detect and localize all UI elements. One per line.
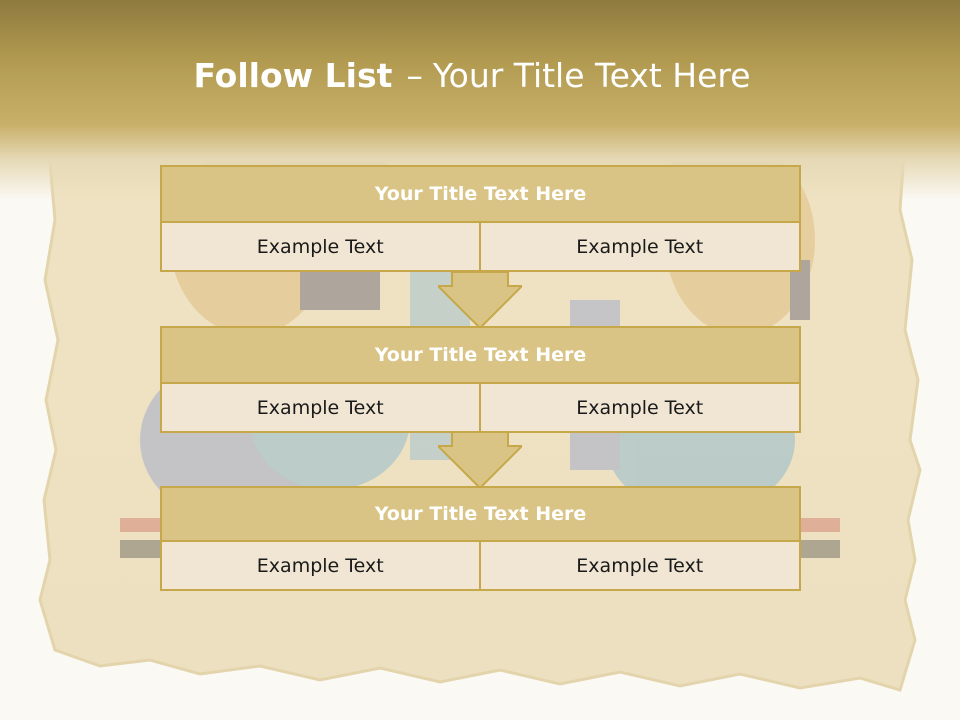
- step-row: Example Text Example Text: [160, 542, 801, 591]
- step-cell-left: Example Text: [160, 384, 481, 433]
- down-arrow-1: [438, 272, 522, 328]
- step-title: Your Title Text Here: [160, 486, 801, 542]
- step-cell-left: Example Text: [160, 542, 481, 591]
- down-arrow-2: [438, 432, 522, 488]
- slide-title-bold: Follow List: [193, 56, 393, 95]
- step-box-1: Your Title Text Here Example Text Exampl…: [160, 165, 801, 272]
- step-row: Example Text Example Text: [160, 384, 801, 433]
- slide-title-rest: Your Title Text Here: [432, 56, 751, 95]
- step-box-3: Your Title Text Here Example Text Exampl…: [160, 486, 801, 591]
- step-cell-left: Example Text: [160, 223, 481, 272]
- slide-title: Follow List–Your Title Text Here: [0, 52, 944, 100]
- step-row: Example Text Example Text: [160, 223, 801, 272]
- step-title: Your Title Text Here: [160, 165, 801, 223]
- step-title: Your Title Text Here: [160, 326, 801, 384]
- step-box-2: Your Title Text Here Example Text Exampl…: [160, 326, 801, 433]
- slide-title-separator: –: [406, 56, 423, 95]
- step-cell-right: Example Text: [480, 223, 801, 272]
- step-cell-right: Example Text: [480, 384, 801, 433]
- step-cell-right: Example Text: [480, 542, 801, 591]
